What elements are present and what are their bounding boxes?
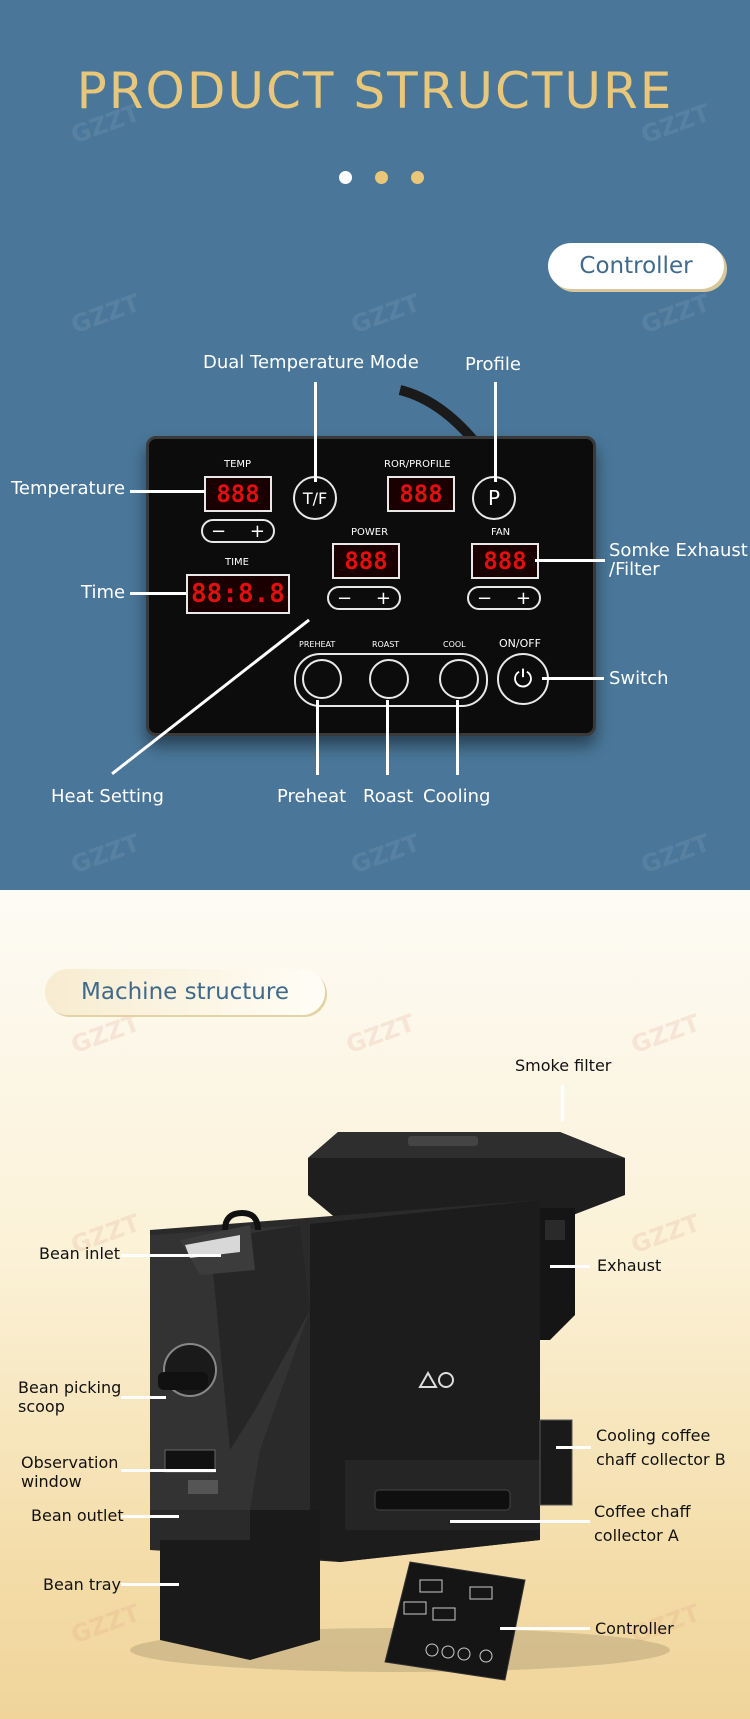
label-bean-outlet: Bean outlet: [31, 1506, 124, 1525]
plus-icon[interactable]: +: [249, 520, 265, 542]
machine-section: GZZT GZZT GZZT GZZT GZZT GZZT GZZT Machi…: [0, 890, 750, 1719]
callout-line: [494, 382, 497, 482]
watermark: GZZT: [347, 828, 424, 880]
callout-line: [121, 1469, 216, 1472]
label-heat-setting: Heat Setting: [51, 786, 164, 807]
carousel-dot: [411, 171, 424, 184]
watermark: GZZT: [637, 288, 714, 340]
roast-label: ROAST: [372, 640, 400, 649]
label-profile: Profile: [465, 354, 521, 375]
ror-label: ROR/PROFILE: [384, 459, 451, 470]
label-preheat: Preheat: [277, 786, 347, 807]
tf-button-label: T/F: [302, 488, 328, 508]
fan-label: FAN: [491, 527, 511, 538]
label-time: Time: [81, 582, 126, 603]
profile-button-label: P: [487, 486, 501, 510]
watermark: GZZT: [67, 828, 144, 880]
label-line: collector A: [594, 1526, 679, 1545]
callout-line: [121, 1583, 179, 1586]
preheat-button[interactable]: [302, 659, 342, 699]
carousel-dot: [339, 171, 352, 184]
callout-line: [130, 490, 205, 493]
label-bean-inlet: Bean inlet: [39, 1244, 120, 1263]
label-line: window: [21, 1472, 82, 1491]
cool-label: COOL: [443, 640, 466, 649]
watermark: GZZT: [67, 288, 144, 340]
callout-line: [500, 1627, 590, 1630]
temp-label: TEMP: [224, 459, 252, 470]
callout-line: [456, 700, 459, 775]
callout-line: [535, 559, 605, 562]
label-cooling: Cooling: [423, 786, 491, 807]
plus-icon[interactable]: +: [375, 587, 391, 609]
label-dual-temperature: Dual Temperature Mode: [203, 352, 419, 373]
carousel-dot: [375, 171, 388, 184]
label-controller: Controller: [595, 1619, 674, 1638]
callout-line: [450, 1520, 590, 1523]
minus-icon[interactable]: −: [211, 520, 227, 542]
callout-line: [121, 1515, 179, 1518]
label-temperature: Temperature: [11, 478, 126, 499]
label-line: Bean picking: [18, 1378, 122, 1397]
label-switch: Switch: [609, 668, 669, 689]
onoff-label: ON/OFF: [499, 637, 541, 650]
ror-display: 888: [387, 476, 455, 512]
machine-structure-pill-label: Machine structure: [81, 979, 289, 1005]
label-smoke-filter: /Filter: [609, 559, 660, 580]
label-line: Observation: [21, 1453, 119, 1472]
roaster-machine-image: [130, 1132, 670, 1681]
machine-structure-pill: Machine structure: [45, 969, 325, 1015]
label-bean-picking-scoop: Bean picking scoop: [18, 1378, 121, 1416]
fan-adjust[interactable]: − +: [467, 586, 541, 610]
label-cooling-collector-b: Cooling coffee chaff collector B: [596, 1426, 726, 1469]
label-smoke-filter: Smoke filter: [515, 1056, 612, 1075]
callout-line: [314, 382, 317, 482]
label-observation-window: Observation window: [21, 1453, 118, 1491]
minus-icon[interactable]: −: [337, 587, 353, 609]
controller-pill: Controller: [548, 243, 724, 289]
minus-icon[interactable]: −: [477, 587, 493, 609]
roast-button[interactable]: [369, 659, 409, 699]
profile-button[interactable]: P: [472, 476, 516, 520]
time-display: 88:8.8: [186, 574, 290, 614]
fan-display: 888: [471, 543, 539, 579]
callout-line: [542, 677, 604, 680]
label-exhaust: Exhaust: [597, 1256, 662, 1275]
power-display: 888: [332, 543, 400, 579]
callout-line: [121, 1254, 221, 1257]
callout-line: [130, 592, 186, 595]
label-line: chaff collector B: [596, 1450, 726, 1469]
label-bean-tray: Bean tray: [43, 1575, 121, 1594]
callout-line: [386, 700, 389, 775]
controller-section: GZZT GZZT GZZT GZZT GZZT GZZT GZZT GZZT …: [0, 0, 750, 890]
callout-line: [550, 1265, 590, 1268]
controller-pill-label: Controller: [579, 253, 693, 279]
cable: [398, 385, 479, 446]
callout-line: [561, 1085, 564, 1121]
callout-line: [316, 700, 319, 775]
label-line: Coffee chaff: [594, 1502, 691, 1521]
label-roast: Roast: [363, 786, 414, 807]
callout-line: [121, 1396, 166, 1399]
watermark: GZZT: [637, 828, 714, 880]
label-smoke-exhaust: Somke Exhaust: [609, 540, 748, 561]
cool-button[interactable]: [439, 659, 479, 699]
plus-icon[interactable]: +: [515, 587, 531, 609]
power-adjust[interactable]: − +: [327, 586, 401, 610]
mode-button-group: [294, 653, 488, 707]
time-label: TIME: [225, 557, 250, 568]
callout-line: [556, 1446, 591, 1449]
page-title: PRODUCT STRUCTURE: [76, 62, 674, 120]
temp-adjust[interactable]: − +: [201, 519, 275, 543]
preheat-label: PREHEAT: [299, 640, 336, 649]
label-line: Cooling coffee: [596, 1426, 711, 1445]
temp-display: 888: [204, 476, 272, 512]
watermark: GZZT: [347, 288, 424, 340]
power-label: POWER: [351, 527, 389, 538]
label-line: scoop: [18, 1397, 65, 1416]
label-chaff-collector-a: Coffee chaff collector A: [594, 1502, 691, 1545]
tf-button[interactable]: T/F: [293, 476, 337, 520]
